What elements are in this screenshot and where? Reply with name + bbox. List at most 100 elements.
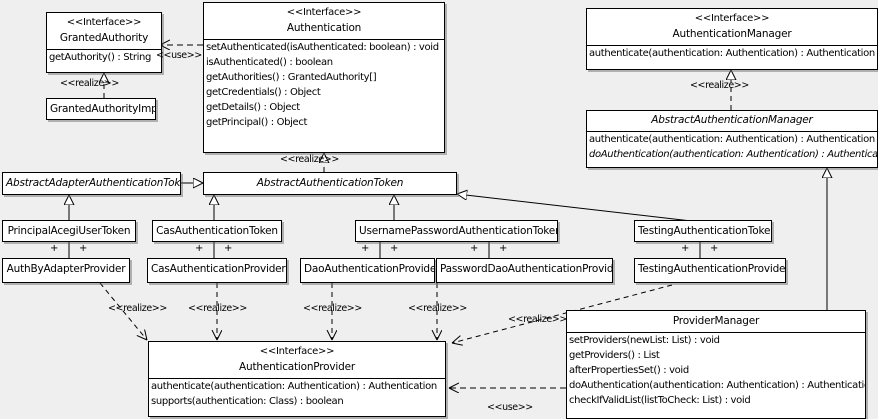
class-granted-authority-impl[interactable]: GrantedAuthorityImpl <box>46 98 156 120</box>
class-header: UsernamePasswordAuthenticationToken <box>356 221 557 241</box>
compartment-divider <box>587 131 877 132</box>
class-cas-authentication-provider[interactable]: CasAuthenticationProvider <box>147 258 287 283</box>
class-header: PrincipalAcegiUserToken <box>3 221 135 241</box>
class-header: AbstractAuthenticationToken <box>204 173 456 194</box>
stereotype-interface: <<Interface>> <box>66 17 142 28</box>
class-header: AuthByAdapterProvider <box>3 259 129 280</box>
operation-row: setAuthenticated(isAuthenticated: boolea… <box>206 42 439 53</box>
multiplicity-plus: + <box>710 243 719 254</box>
compartment-divider <box>204 39 444 40</box>
edge-label-use-providermanager: <<use>> <box>487 402 533 413</box>
multiplicity-plus: + <box>50 243 59 254</box>
operation-row: checkIfValidList(listToCheck: List) : vo… <box>569 395 751 406</box>
multiplicity-plus: + <box>470 243 479 254</box>
class-abstract-adapter-authentication-token[interactable]: AbstractAdapterAuthenticationToken <box>2 172 181 195</box>
edge-label-realize-abap: <<realize>> <box>108 303 167 314</box>
class-abstract-authentication-token[interactable]: AbstractAuthenticationToken <box>203 172 457 195</box>
compartment-divider <box>567 332 865 333</box>
class-name: AuthenticationProvider <box>239 361 355 373</box>
edge-label-use-grantedauthority: <<use>> <box>156 50 202 61</box>
operation-row: authenticate(authentication: Authenticat… <box>151 381 437 392</box>
edge-tat-extends-aat <box>457 194 701 223</box>
class-testing-authentication-provider[interactable]: TestingAuthenticationProvider <box>634 258 786 283</box>
class-authentication-provider[interactable]: <<Interface>> AuthenticationProvider aut… <box>148 341 446 417</box>
stereotype-interface: <<Interface>> <box>694 13 770 24</box>
class-dao-authentication-provider[interactable]: DaoAuthenticationProvider <box>300 258 435 283</box>
operations-compartment: authenticate(authentication: Authenticat… <box>149 379 445 409</box>
class-name: AbstractAuthenticationManager <box>651 114 813 126</box>
class-name: AbstractAdapterAuthenticationToken <box>6 177 181 189</box>
multiplicity-plus: + <box>681 243 690 254</box>
edge-label-realize-gaimpl: <<realize>> <box>60 78 119 89</box>
edge-label-realize-dap: <<realize>> <box>303 303 362 314</box>
class-name: AuthByAdapterProvider <box>6 263 126 275</box>
class-name: PasswordDaoAuthenticationProvider <box>440 263 613 275</box>
class-header: TestingAuthenticationProvider <box>635 259 785 280</box>
edge-label-realize-aam: <<realize>> <box>690 80 749 91</box>
class-header: <<Interface>> AuthenticationManager <box>587 9 877 45</box>
class-name: DaoAuthenticationProvider <box>304 263 435 275</box>
class-header: PasswordDaoAuthenticationProvider <box>437 259 612 280</box>
class-authentication[interactable]: <<Interface>> Authentication setAuthenti… <box>203 2 445 153</box>
class-authentication-manager[interactable]: <<Interface>> AuthenticationManager auth… <box>586 8 878 70</box>
compartment-divider <box>149 378 445 379</box>
class-granted-authority[interactable]: <<Interface>> GrantedAuthority getAuthor… <box>46 12 162 73</box>
edge-label-realize-cap: <<realize>> <box>188 303 247 314</box>
class-header: <<Interface>> GrantedAuthority <box>47 13 161 49</box>
class-name: GrantedAuthorityImpl <box>50 103 156 115</box>
class-name: GrantedAuthority <box>59 32 149 44</box>
operations-compartment: setProviders(newList: List) : void getPr… <box>567 333 865 408</box>
class-header: CasAuthenticationProvider <box>148 259 286 280</box>
class-name: TestingAuthenticationToken <box>638 225 772 237</box>
operation-row: doAuthentication(authentication: Authent… <box>569 380 866 391</box>
class-name: CasAuthenticationToken <box>156 225 278 237</box>
class-provider-manager[interactable]: ProviderManager setProviders(newList: Li… <box>566 310 866 419</box>
compartment-divider <box>47 49 161 50</box>
operation-row: getPrincipal() : Object <box>206 117 308 128</box>
class-username-password-authentication-token[interactable]: UsernamePasswordAuthenticationToken <box>355 220 558 242</box>
operation-row: authenticate(authentication: Authenticat… <box>589 134 875 145</box>
edge-label-realize-aat: <<realize>> <box>280 154 339 165</box>
operations-compartment: setAuthenticated(isAuthenticated: boolea… <box>204 40 444 130</box>
operation-row: authenticate(authentication: Authenticat… <box>589 48 875 59</box>
operation-row: getAuthority() : String <box>49 52 152 63</box>
compartment-divider <box>587 45 877 46</box>
class-name: AuthenticationManager <box>672 28 792 40</box>
operation-row: doAuthentication(authentication: Authent… <box>589 149 878 160</box>
edge-label-realize-pdap: <<realize>> <box>408 303 467 314</box>
class-name: CasAuthenticationProvider <box>151 263 286 275</box>
operation-row: getAuthorities() : GrantedAuthority[] <box>206 72 377 83</box>
class-name: PrincipalAcegiUserToken <box>7 225 131 237</box>
class-header: DaoAuthenticationProvider <box>301 259 434 280</box>
operation-row: supports(authentication: Class) : boolea… <box>151 396 344 407</box>
class-abstract-authentication-manager[interactable]: AbstractAuthenticationManager authentica… <box>586 110 878 168</box>
multiplicity-plus: + <box>195 243 204 254</box>
class-password-dao-authentication-provider[interactable]: PasswordDaoAuthenticationProvider <box>436 258 613 283</box>
class-header: AbstractAuthenticationManager <box>587 111 877 131</box>
operation-row: getCredentials() : Object <box>206 87 321 98</box>
class-header: AbstractAdapterAuthenticationToken <box>3 173 180 194</box>
operations-compartment: authenticate(authentication: Authenticat… <box>587 46 877 61</box>
multiplicity-plus: + <box>499 243 508 254</box>
class-testing-authentication-token[interactable]: TestingAuthenticationToken <box>634 220 772 242</box>
class-header: CasAuthenticationToken <box>153 221 281 241</box>
class-header: ProviderManager <box>567 311 865 332</box>
multiplicity-plus: + <box>79 243 88 254</box>
class-header: <<Interface>> Authentication <box>204 3 444 39</box>
operations-compartment: getAuthority() : String <box>47 50 161 65</box>
class-header: TestingAuthenticationToken <box>635 221 772 241</box>
class-principal-acegi-user-token[interactable]: PrincipalAcegiUserToken <box>2 220 136 242</box>
class-cas-authentication-token[interactable]: CasAuthenticationToken <box>152 220 282 242</box>
operation-row: getDetails() : Object <box>206 102 300 113</box>
class-header: GrantedAuthorityImpl <box>47 99 156 119</box>
multiplicity-plus: + <box>361 243 370 254</box>
operation-row: afterPropertiesSet() : void <box>569 365 689 376</box>
edge-label-realize-tap: <<realize>> <box>508 314 567 325</box>
operation-row: getProviders() : List <box>569 350 660 361</box>
class-name: AbstractAuthenticationToken <box>256 177 404 189</box>
class-name: Authentication <box>286 22 362 34</box>
class-auth-by-adapter-provider[interactable]: AuthByAdapterProvider <box>2 258 130 283</box>
operation-row: isAuthenticated() : boolean <box>206 57 333 68</box>
multiplicity-plus: + <box>224 243 233 254</box>
